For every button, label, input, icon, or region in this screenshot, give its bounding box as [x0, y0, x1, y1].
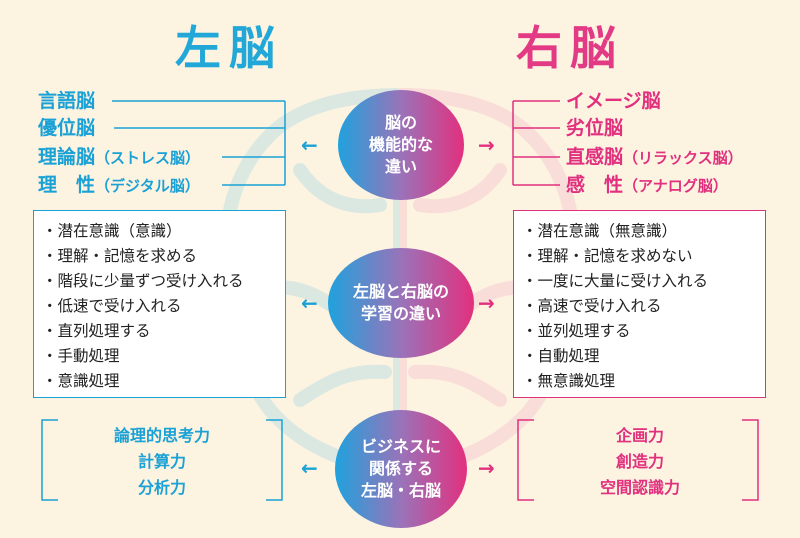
- right-arrow-icon: →: [478, 133, 495, 157]
- list-item: ・潜在意識（無意識）: [522, 222, 678, 240]
- circle-label: 機能的な: [368, 135, 433, 154]
- list-item: ・理解・記憶を求める: [42, 247, 198, 265]
- center-circle-function: 脳の 機能的な 違い: [338, 90, 464, 200]
- skill-item: 論理的思考力: [113, 426, 210, 445]
- list-item: ・無意識処理: [522, 372, 616, 390]
- right-term: 劣位脳: [566, 117, 624, 139]
- list-item: ・高速で受け入れる: [522, 297, 662, 315]
- list-item: ・意識処理: [42, 372, 120, 390]
- list-item: ・並列処理する: [522, 322, 631, 340]
- circle-label: 学習の違い: [360, 304, 441, 323]
- list-item: ・低速で受け入れる: [42, 297, 182, 315]
- left-brain-title: 左脳: [175, 21, 283, 75]
- left-term: 優位脳: [38, 117, 96, 139]
- skill-item: 分析力: [137, 478, 186, 497]
- left-arrow-icon: ←: [301, 291, 318, 315]
- right-arrow-icon: →: [478, 456, 495, 480]
- left-term: 理論脳（ストレス脳）: [38, 146, 201, 168]
- left-learning-box: ・潜在意識（意識） ・理解・記憶を求める ・階段に少量ずつ受け入れる ・低速で受…: [33, 210, 286, 398]
- left-skills: 論理的思考力 計算力 分析力: [82, 423, 242, 501]
- center-circle-learning: 左脳と右脳の 学習の違い: [328, 248, 474, 358]
- skill-item: 創造力: [615, 452, 664, 471]
- left-term: 言語脳: [38, 90, 96, 112]
- right-term: 直感脳（リラックス脳）: [566, 146, 743, 168]
- right-term: イメージ脳: [566, 90, 661, 112]
- skill-item: 計算力: [137, 452, 186, 471]
- list-item: ・一度に大量に受け入れる: [522, 272, 709, 290]
- circle-label: 左脳・右脳: [360, 481, 441, 500]
- list-item: ・階段に少量ずつ受け入れる: [42, 272, 244, 290]
- left-term: 理 性（デジタル脳）: [38, 174, 200, 196]
- circle-label: 左脳と右脳の: [352, 282, 449, 301]
- circle-label: 脳の: [384, 113, 417, 132]
- list-item: ・理解・記憶を求めない: [522, 247, 693, 265]
- right-arrow-icon: →: [478, 291, 495, 315]
- right-learning-box: ・潜在意識（無意識） ・理解・記憶を求めない ・一度に大量に受け入れる ・高速で…: [513, 210, 766, 398]
- list-item: ・自動処理: [522, 347, 600, 365]
- list-item: ・直列処理する: [42, 322, 151, 340]
- right-skills: 企画力 創造力 空間認識力: [560, 423, 720, 501]
- right-brain-title: 右脳: [516, 21, 624, 75]
- skill-item: 企画力: [615, 426, 664, 445]
- left-arrow-icon: ←: [301, 133, 318, 157]
- circle-label: 違い: [384, 157, 417, 176]
- left-arrow-icon: ←: [301, 456, 318, 480]
- skill-item: 空間認識力: [599, 478, 680, 497]
- center-circle-business: ビジネスに 関係する 左脳・右脳: [335, 410, 467, 528]
- list-item: ・手動処理: [42, 347, 120, 365]
- circle-label: ビジネスに: [360, 437, 441, 456]
- circle-label: 関係する: [368, 459, 433, 478]
- right-term: 感 性（アナログ脳）: [566, 174, 728, 196]
- list-item: ・潜在意識（意識）: [42, 222, 182, 240]
